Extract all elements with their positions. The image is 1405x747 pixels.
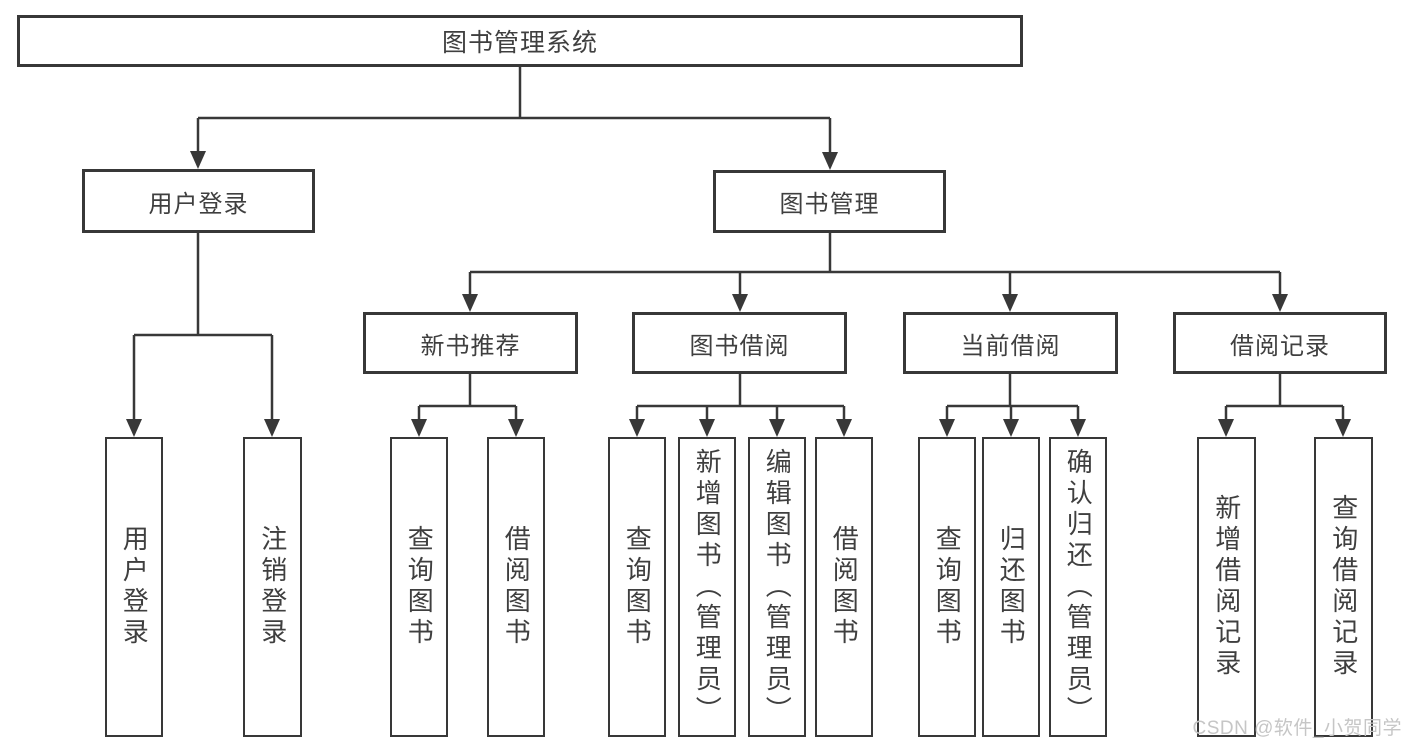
leaf-query-borrow-record: 查询借阅记录 [1314,437,1373,737]
leaf-query-borrow-record-label: 查询借阅记录 [1328,494,1359,680]
leaf-query-books-current-label: 查询图书 [932,525,963,649]
leaf-logout-label: 注销登录 [257,525,288,649]
leaf-query-books-borrowing: 查询图书 [608,437,666,737]
leaf-borrow-books-borrowing-label: 借阅图书 [829,525,860,649]
arrowheads [126,151,1351,437]
node-book-borrowing: 图书借阅 [632,312,847,374]
leaf-borrow-books-recommend-label: 借阅图书 [501,525,532,649]
leaf-user-login-label: 用户登录 [119,525,150,649]
leaf-add-borrow-record-label: 新增借阅记录 [1211,494,1242,680]
leaf-return-book: 归还图书 [982,437,1040,737]
csdn-watermark: CSDN @软件_小贺同学 [1192,718,1402,739]
leaf-user-login: 用户登录 [105,437,163,737]
leaf-add-borrow-record: 新增借阅记录 [1197,437,1256,737]
leaf-query-books-borrowing-label: 查询图书 [622,525,653,649]
leaf-add-book-admin-label: 新增图书（管理员） [692,447,723,727]
leaf-logout: 注销登录 [243,437,302,737]
leaf-add-book-admin: 新增图书（管理员） [678,437,736,737]
node-user-login-branch: 用户登录 [82,169,315,233]
node-borrowing-records: 借阅记录 [1173,312,1387,374]
node-new-book-recommend: 新书推荐 [363,312,578,374]
leaf-confirm-return-admin: 确认归还（管理员） [1049,437,1107,737]
leaf-return-book-label: 归还图书 [996,525,1027,649]
node-root: 图书管理系统 [17,15,1023,67]
leaf-query-books-recommend-label: 查询图书 [404,525,435,649]
leaf-confirm-return-admin-label: 确认归还（管理员） [1063,447,1094,727]
leaf-query-books-recommend: 查询图书 [390,437,448,737]
leaf-borrow-books-recommend: 借阅图书 [487,437,545,737]
node-current-borrowing: 当前借阅 [903,312,1118,374]
node-book-management: 图书管理 [713,170,946,233]
leaf-edit-book-admin: 编辑图书（管理员） [748,437,806,737]
leaf-edit-book-admin-label: 编辑图书（管理员） [762,447,793,727]
leaf-query-books-current: 查询图书 [918,437,976,737]
leaf-borrow-books-borrowing: 借阅图书 [815,437,873,737]
